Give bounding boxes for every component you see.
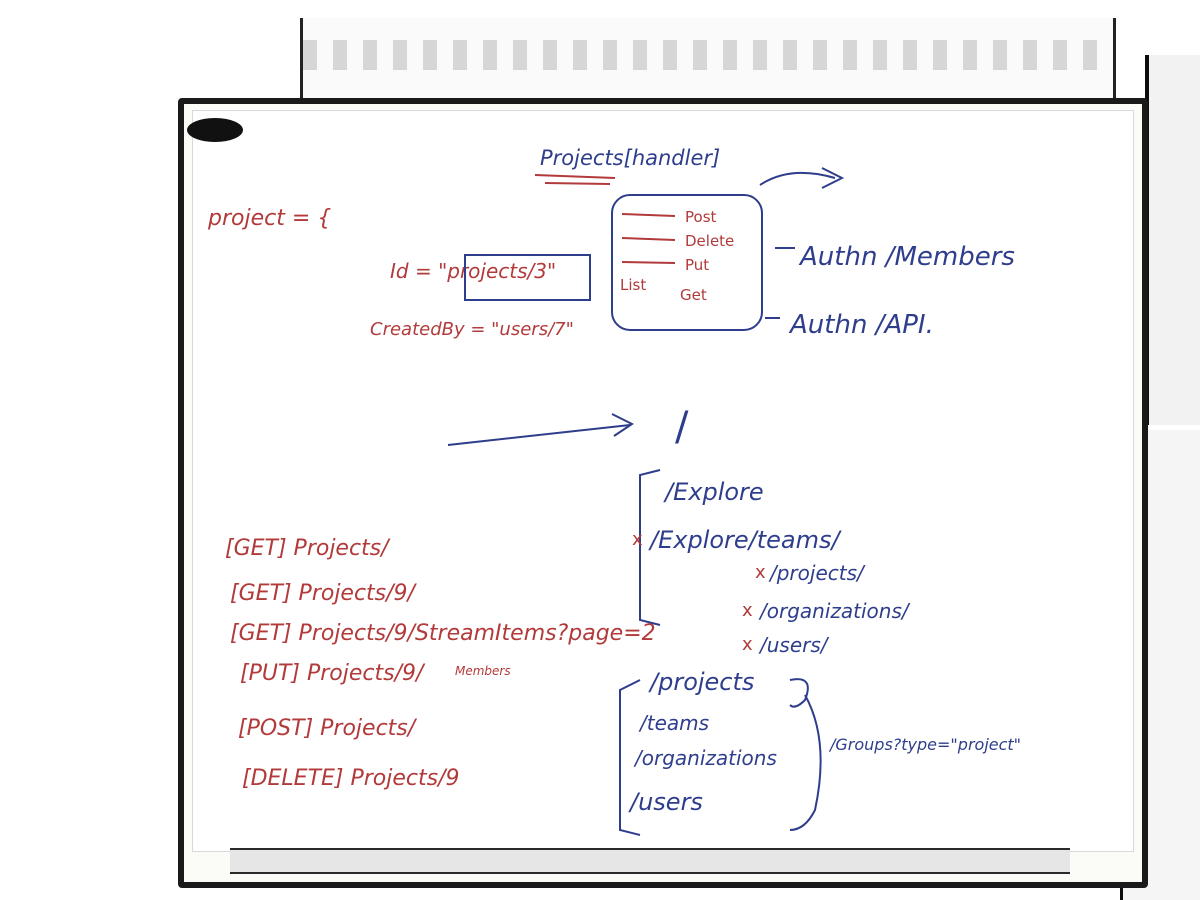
arrow xyxy=(759,171,836,186)
created-by-line: CreatedBy = "users/7" xyxy=(370,319,574,340)
underline xyxy=(534,174,616,179)
route-item: [PUT] Projects/9/ xyxy=(240,661,426,686)
underline xyxy=(544,182,611,185)
method-item: List xyxy=(620,276,646,294)
method-item: Delete xyxy=(685,232,734,250)
route-item: /teams xyxy=(638,711,709,735)
groups-note: /Groups?type="project" xyxy=(828,735,1021,754)
arrow xyxy=(789,678,809,708)
paper-strip xyxy=(300,18,1116,104)
bottom-routes: /projects /teams /organizations /users xyxy=(628,668,777,816)
method-item: Put xyxy=(685,256,709,274)
arrow xyxy=(447,424,631,446)
magnet-icon xyxy=(187,118,243,142)
bracket xyxy=(619,679,641,836)
whiteboard xyxy=(178,98,1148,888)
members-note: Members xyxy=(455,664,511,678)
x-mark: x xyxy=(632,529,643,550)
bracket xyxy=(789,694,822,831)
route-item: [GET] Projects/ xyxy=(225,536,391,561)
methods-list: Post Delete Put List Get xyxy=(620,208,734,304)
project-object-label: project = { xyxy=(207,206,331,231)
x-mark: x xyxy=(742,634,753,655)
auth-api: Authn /API. xyxy=(788,310,934,340)
auth-members: Authn /Members xyxy=(798,242,1015,272)
explore-route: /Explore/teams/ xyxy=(648,526,843,554)
method-item: Post xyxy=(685,208,717,226)
root-slash: / xyxy=(675,404,689,450)
route-item: /projects xyxy=(648,668,754,696)
x-mark: x xyxy=(742,600,753,621)
rest-routes: [GET] Projects/ [GET] Projects/9/ [GET] … xyxy=(225,536,656,791)
route-item: [POST] Projects/ xyxy=(238,716,418,741)
method-item: Get xyxy=(680,286,707,304)
explore-route: /users/ xyxy=(758,633,830,657)
explore-route: /Explore xyxy=(663,478,764,506)
explore-route: /organizations/ xyxy=(758,599,911,623)
route-item: [GET] Projects/9/ xyxy=(230,581,418,606)
route-item: /users xyxy=(628,788,703,816)
methods-box xyxy=(611,194,763,331)
id-line: Id = "projects/3" xyxy=(390,259,556,283)
bracket xyxy=(639,469,661,626)
x-mark: x xyxy=(755,562,766,583)
route-item: [GET] Projects/9/StreamItems?page=2 xyxy=(230,621,656,646)
route-item: [DELETE] Projects/9 xyxy=(242,766,460,791)
id-box xyxy=(464,254,591,301)
explore-route: /projects/ xyxy=(768,561,866,585)
heading: Projects[handler] xyxy=(540,146,720,170)
route-item: /organizations xyxy=(633,746,777,770)
marker-tray xyxy=(230,848,1070,874)
